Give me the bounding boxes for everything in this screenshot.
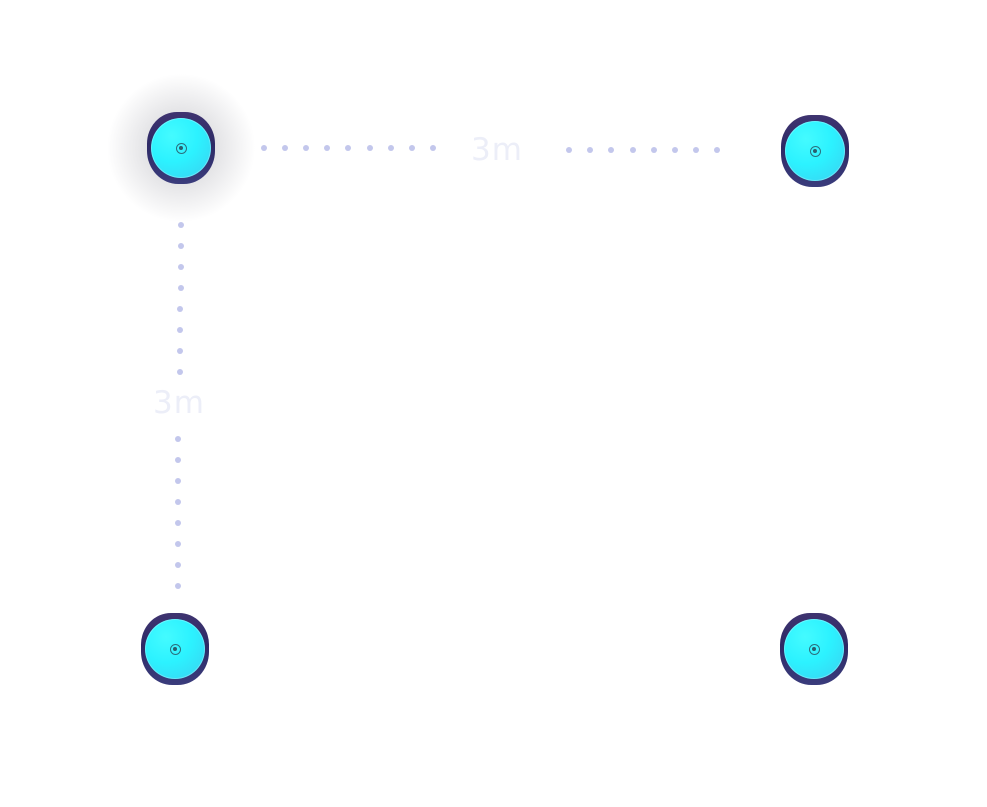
- horizontal-line-dot: [672, 147, 678, 153]
- sensor-icon: [808, 643, 820, 655]
- vertical-line-dot: [175, 562, 181, 568]
- horizontal-line-dot: [387, 145, 394, 151]
- horizontal-line-dot: [429, 145, 436, 151]
- vertical-line-dot: [175, 457, 181, 463]
- vertical-line-dot: [178, 222, 184, 228]
- vertical-line-dot: [175, 583, 181, 589]
- vertical-dimension-label: 3m: [153, 385, 205, 421]
- vertical-line-dot: [177, 327, 184, 333]
- anchor-face: [784, 619, 844, 679]
- anchor-device-bottom-left: [141, 613, 209, 685]
- horizontal-line-dot: [366, 145, 373, 151]
- horizontal-line-dot: [324, 145, 331, 151]
- horizontal-line-dot: [345, 145, 352, 151]
- anchor-device-top-left: [107, 72, 255, 224]
- sensor-icon: [175, 142, 187, 154]
- horizontal-line-dot: [282, 145, 289, 151]
- horizontal-line-dot: [714, 147, 721, 153]
- vertical-line-dot: [175, 478, 181, 484]
- sensor-icon: [169, 643, 181, 655]
- horizontal-line-dot: [693, 147, 700, 153]
- vertical-line-dot: [177, 243, 184, 249]
- vertical-line-dot: [175, 541, 181, 547]
- vertical-line-dot: [177, 306, 184, 312]
- horizontal-line-dot: [629, 147, 636, 153]
- vertical-line-dot: [176, 369, 183, 375]
- horizontal-line-dot: [650, 147, 657, 153]
- anchor-face: [145, 619, 205, 679]
- vertical-line-dot: [175, 436, 181, 442]
- horizontal-line-dot: [408, 145, 415, 151]
- horizontal-line-dot: [261, 145, 267, 151]
- sensor-icon: [809, 145, 821, 157]
- vertical-line-dot: [177, 264, 184, 270]
- anchor-face: [151, 118, 211, 178]
- vertical-line-dot: [177, 348, 184, 354]
- horizontal-dimension-label: 3m: [471, 132, 523, 168]
- vertical-line-dot: [175, 499, 181, 505]
- anchor-face: [785, 121, 845, 181]
- horizontal-line-dot: [566, 147, 572, 153]
- horizontal-line-dot: [608, 147, 615, 153]
- vertical-line-dot: [175, 520, 181, 526]
- horizontal-line-dot: [587, 147, 594, 153]
- horizontal-line-dot: [303, 145, 310, 151]
- vertical-line-dot: [177, 285, 184, 291]
- anchor-device-bottom-right: [780, 613, 848, 685]
- anchor-device-top-right: [781, 115, 849, 187]
